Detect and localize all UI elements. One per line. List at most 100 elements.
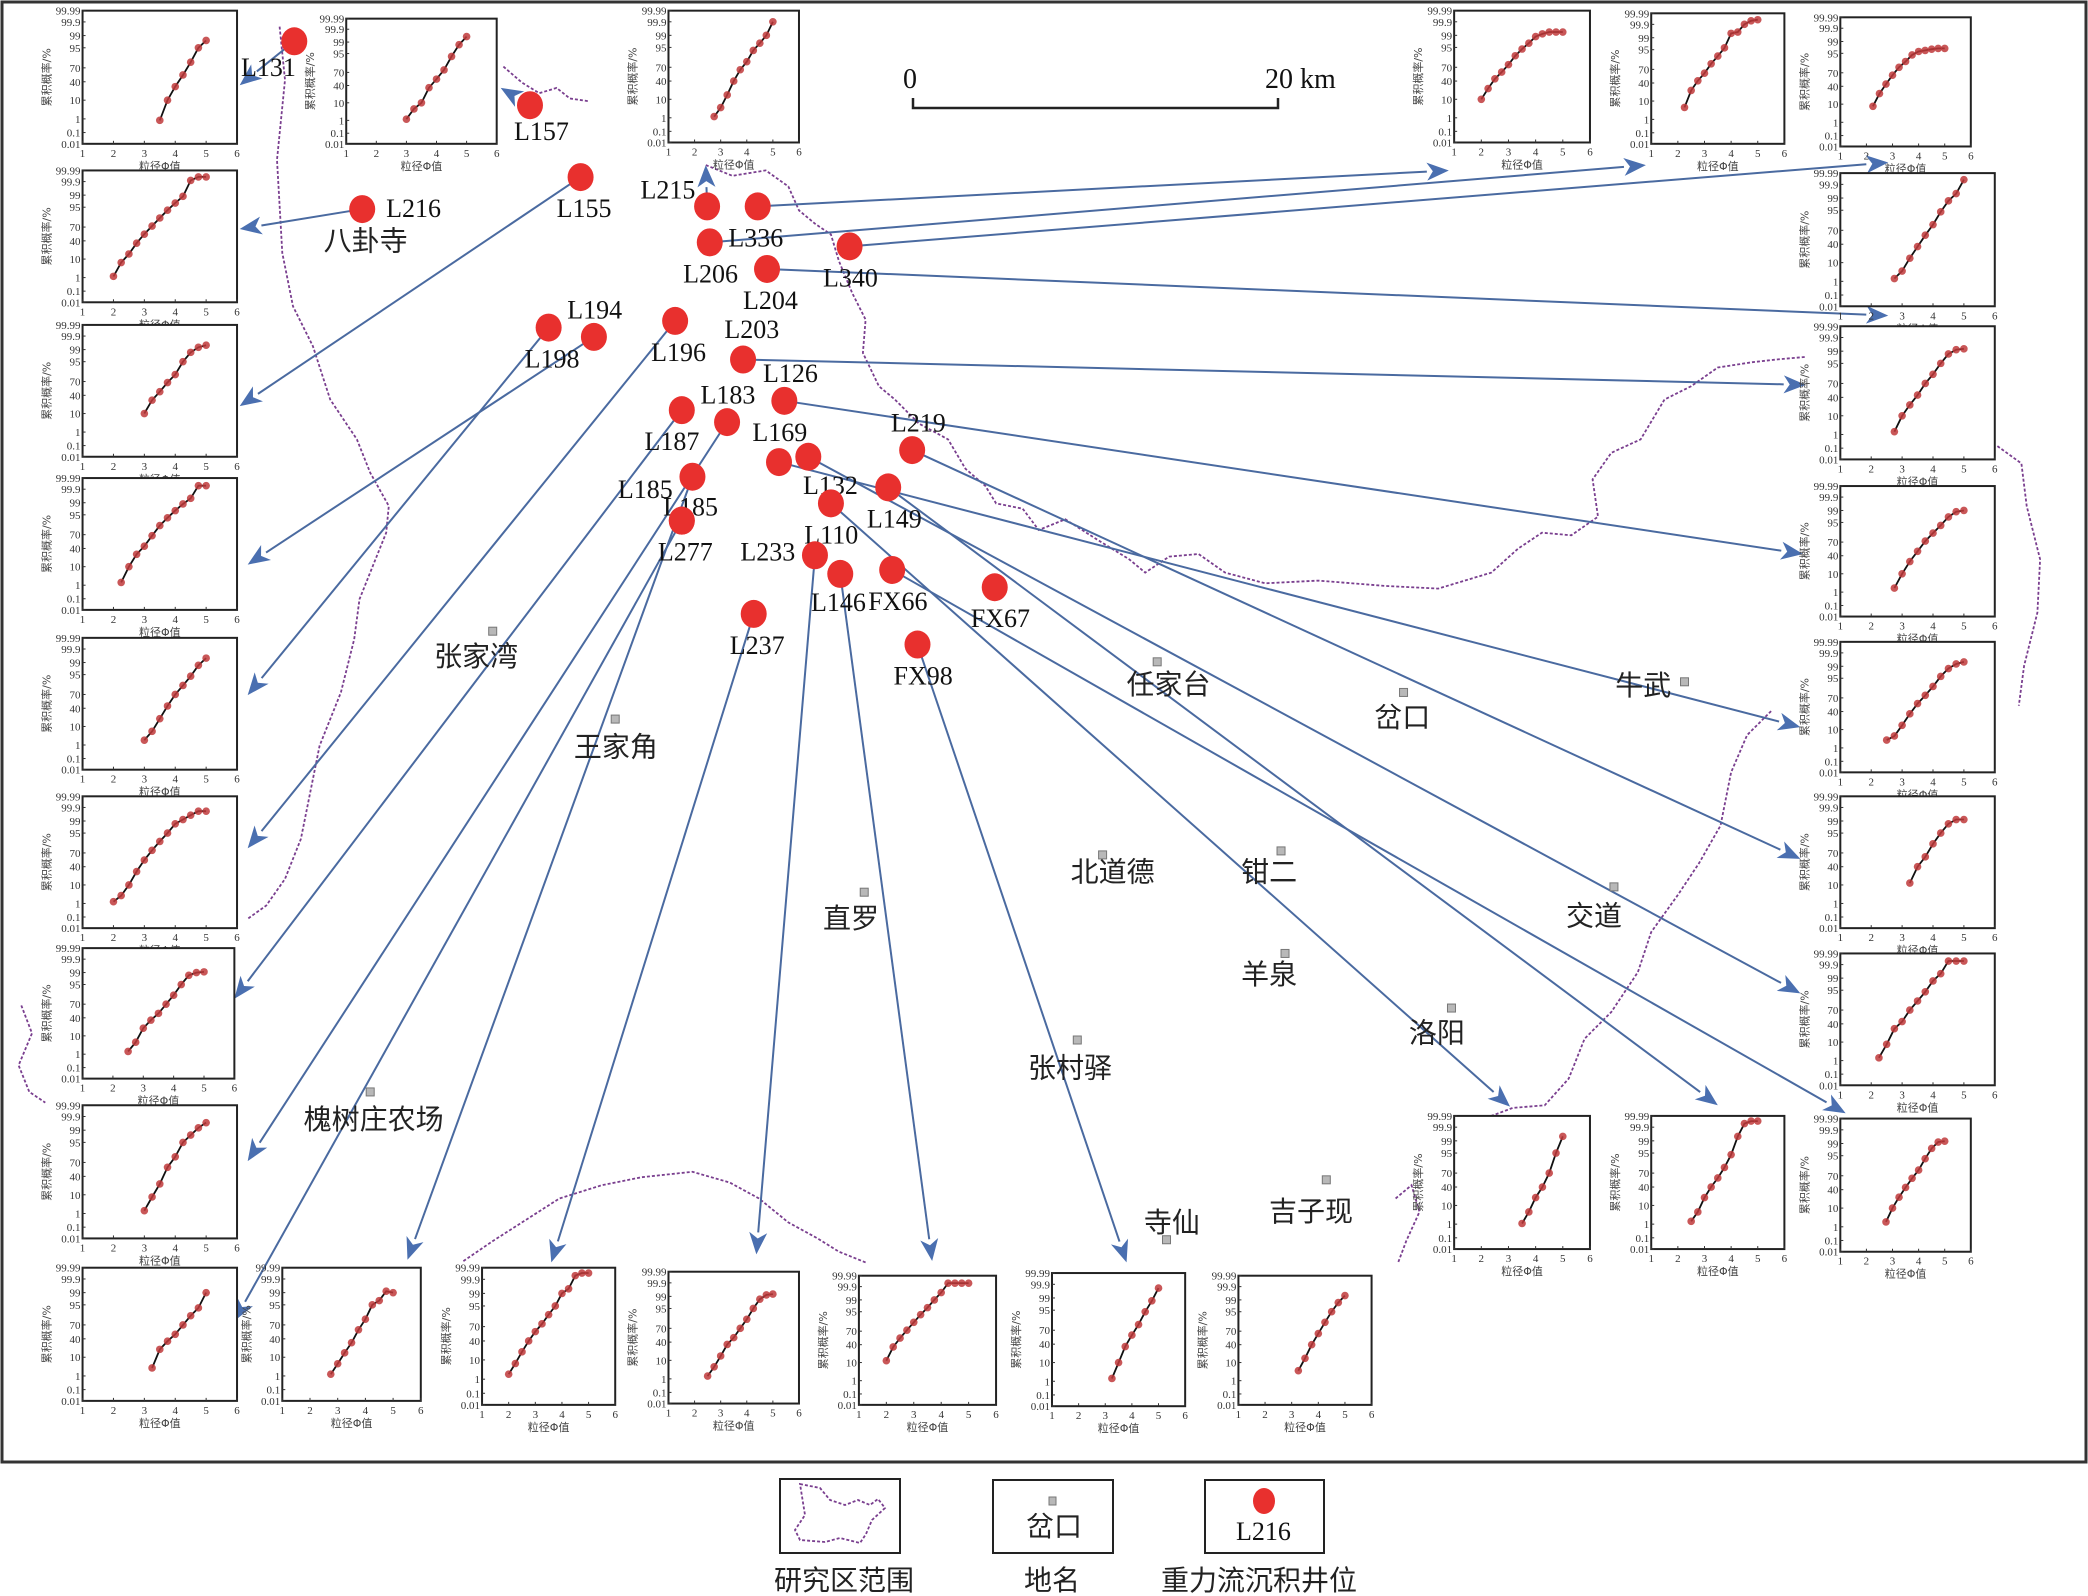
y-tick-label: 10 [1638,1200,1650,1212]
x-tick-label: 6 [1992,463,1998,475]
y-axis-title: 累积概率/% [40,515,54,573]
y-axis-title: 累积概率/% [40,1305,54,1363]
y-tick-label: 40 [1827,392,1839,404]
y-tick-label: 1 [75,273,81,285]
x-tick-label: 3 [1899,310,1905,322]
x-tick-label: 4 [1129,1410,1135,1422]
well-marker: L155 [557,163,612,223]
data-point [368,1301,377,1309]
data-point [1525,1208,1533,1216]
x-tick-label: 5 [966,1409,972,1421]
x-tick-label: 5 [1961,776,1967,788]
y-tick-label: 0.01 [1630,1244,1649,1256]
y-tick-label: 70 [1441,1168,1453,1180]
data-point [432,75,441,83]
legend-boundary-icon [793,1482,887,1545]
chart-plot-area [1650,12,1786,145]
x-tick-label: 5 [201,1083,207,1095]
well-dot-icon [899,436,926,465]
y-tick-label: 99.9 [61,331,81,343]
data-point [194,661,203,670]
place-label: 张村驿 [1028,1051,1112,1084]
well-chart-arrow [239,208,363,235]
well-dot-icon [696,228,723,257]
y-tick-label: 99.9 [461,1274,481,1286]
y-axis-title: 累积概率/% [40,675,54,733]
y-tick-label: 40 [655,1337,667,1349]
x-tick-label: 3 [142,306,148,318]
y-tick-label: 0.1 [67,754,81,766]
x-tick-label: 3 [142,774,148,786]
data-point [1929,370,1937,379]
y-tick-label: 0.1 [843,1389,857,1401]
data-point [1914,47,1923,56]
y-tick-label: 99.99 [56,1100,81,1112]
well-label: L198 [525,345,580,374]
arrow-head-icon [1776,841,1801,859]
y-tick-label: 70 [1638,64,1650,76]
well-dot-icon [904,630,931,659]
well-chart-arrow [247,326,550,696]
y-tick-label: 99 [269,1288,281,1300]
well-chart-arrow [234,409,683,999]
data-point [1895,1193,1903,1202]
well-marker: L126 [763,359,818,415]
x-tick-label: 3 [1506,1253,1512,1265]
x-tick-label: 4 [434,148,440,160]
x-tick-label: 6 [1992,621,1998,633]
y-tick-label: 40 [1225,1340,1237,1352]
well-marker: L185 [618,462,706,504]
data-point [1934,1138,1942,1146]
x-tick-label: 5 [203,774,209,786]
x-tick-label: 2 [1868,621,1874,633]
y-tick-label: 99 [655,30,667,42]
y-tick-label: 0.1 [1438,1233,1452,1245]
y-tick-label: 40 [70,1171,82,1183]
y-tick-label: 99.99 [642,1267,667,1279]
well-chart-arrow [709,157,1646,244]
chart-plot-area [81,323,239,458]
data-point [1944,197,1953,205]
y-tick-label: 1 [1833,429,1839,441]
x-tick-label: 5 [1961,310,1967,322]
data-point [1518,1219,1526,1228]
y-tick-label: 10 [70,1190,82,1202]
x-tick-label: 3 [1890,1256,1896,1268]
data-point [1898,721,1906,730]
x-tick-label: 2 [1868,776,1874,788]
well-marker: L203 [724,315,779,374]
data-point [1552,1149,1560,1157]
x-tick-label: 5 [1560,146,1566,158]
y-tick-label: 99 [70,1288,82,1300]
place: 洛阳 [1409,1003,1465,1050]
x-tick-label: 6 [494,148,500,160]
data-point [140,1206,149,1215]
y-tick-label: 0.01 [261,1396,280,1408]
data-point [1940,44,1949,53]
y-tick-label: 95 [1225,1307,1237,1319]
x-tick-label: 5 [1942,150,1948,162]
x-tick-label: 4 [1930,310,1936,322]
data-point [109,272,118,281]
y-tick-label: 1 [1447,113,1453,125]
x-tick-label: 1 [80,932,86,944]
y-tick-label: 99.9 [647,1278,667,1290]
data-point [155,1345,164,1354]
y-tick-label: 10 [1225,1358,1237,1370]
y-tick-label: 0.1 [67,1385,81,1397]
chart-plot-area [1839,16,1972,148]
data-point [1944,513,1953,521]
place-label: 直罗 [823,902,879,935]
y-tick-label: 95 [70,43,82,55]
place-marker-icon [1446,1003,1456,1013]
legend-place-marker-icon [1048,1496,1057,1506]
chart-plot-area [81,795,239,930]
data-point [742,57,751,66]
data-point [140,542,149,550]
data-point [1108,1374,1116,1383]
y-tick-label: 99.99 [319,14,344,26]
y-tick-label: 99 [1827,1139,1839,1151]
